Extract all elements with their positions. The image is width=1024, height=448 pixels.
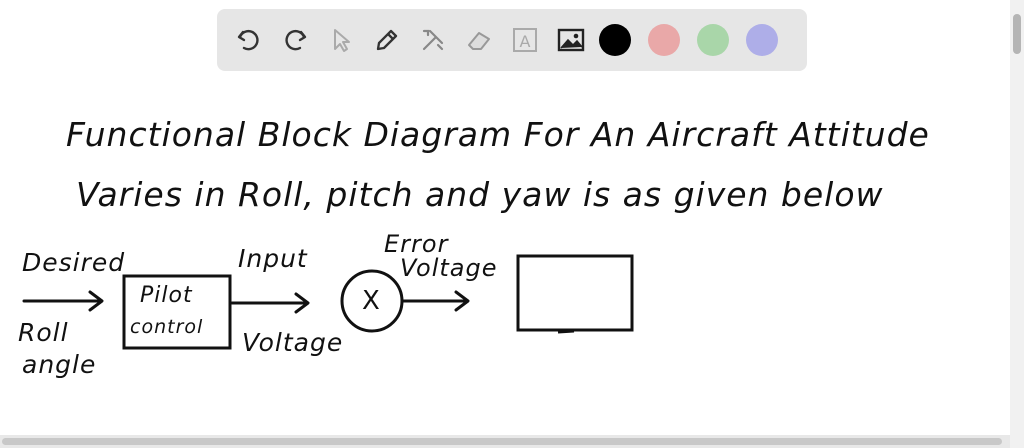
voltage-label-2: Voltage (400, 254, 498, 282)
horizontal-scroll-thumb[interactable] (2, 438, 1002, 445)
block-diagram (22, 254, 634, 350)
pilot-label: Pilot (140, 283, 193, 308)
horizontal-scrollbar[interactable] (0, 435, 1010, 448)
desired-label: Desired (22, 248, 126, 277)
vertical-scrollbar[interactable] (1010, 0, 1024, 448)
undo-icon (237, 30, 259, 51)
pen-button[interactable] (369, 22, 405, 58)
tools-icon (422, 29, 444, 51)
whiteboard-canvas[interactable]: Functional Block Diagram For An Aircraft… (0, 80, 1010, 435)
redo-icon (285, 30, 307, 51)
control-label: control (130, 316, 204, 338)
image-icon (557, 28, 585, 52)
pen-icon (376, 29, 398, 51)
angle-label: angle (22, 350, 97, 379)
roll-label: Roll (18, 318, 69, 347)
voltage-label-1: Voltage (242, 328, 344, 357)
title-line-2: Varies in Roll, pitch and yaw is as give… (76, 175, 884, 214)
drawing-toolbar: A (217, 9, 807, 71)
text-icon: A (513, 28, 537, 52)
color-green-swatch[interactable] (697, 24, 729, 56)
input-label: Input (238, 244, 308, 273)
select-button[interactable] (323, 22, 359, 58)
multiply-sign: X (362, 286, 381, 316)
eraser-icon (468, 32, 490, 50)
svg-text:A: A (520, 32, 531, 51)
error-arrow (400, 290, 470, 312)
undo-button[interactable] (231, 22, 267, 58)
input-arrow (22, 290, 104, 312)
tools-button[interactable] (415, 22, 451, 58)
color-pink-swatch[interactable] (648, 24, 680, 56)
eraser-button[interactable] (461, 22, 497, 58)
title-line-1: Functional Block Diagram For An Aircraft… (66, 115, 930, 154)
empty-block (516, 254, 634, 332)
pilot-output-arrow (230, 292, 310, 314)
color-black-swatch[interactable] (599, 24, 631, 56)
pilot-control-block (122, 274, 232, 350)
color-lavender-swatch[interactable] (746, 24, 778, 56)
pointer-icon (334, 29, 350, 52)
text-button[interactable]: A (507, 22, 543, 58)
redo-button[interactable] (277, 22, 313, 58)
error-label: Error (384, 230, 449, 258)
image-button[interactable] (553, 22, 589, 58)
vertical-scroll-thumb[interactable] (1013, 14, 1021, 54)
